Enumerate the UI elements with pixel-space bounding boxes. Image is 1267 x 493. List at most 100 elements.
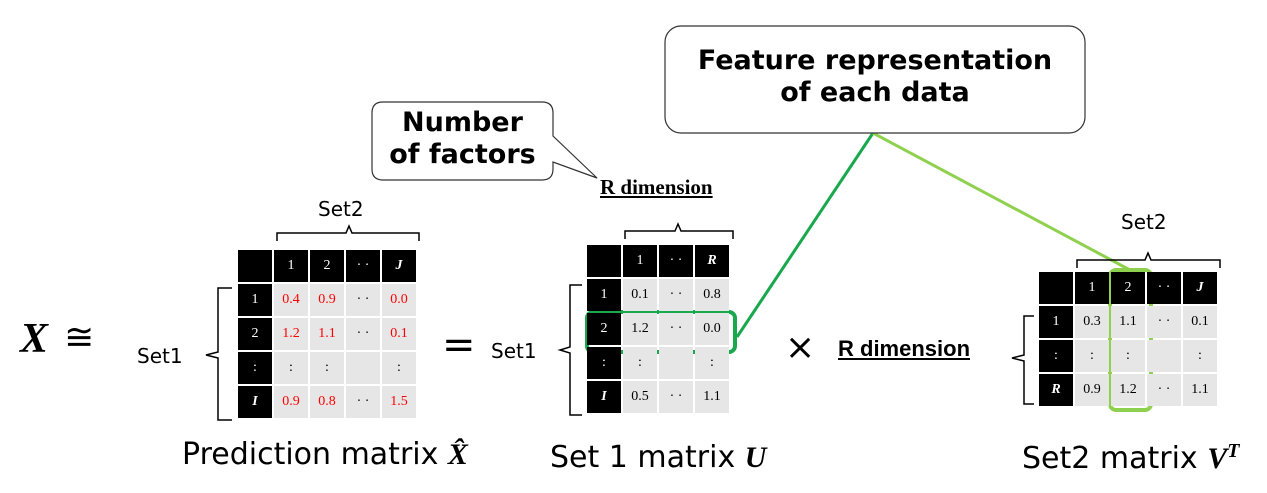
v-cell: 0.9 <box>1075 374 1109 406</box>
set1-caption-symbol: U <box>744 441 767 474</box>
prediction-cell: 0.8 <box>310 386 344 418</box>
u-corner <box>587 245 621 277</box>
u-cell: 1.1 <box>695 381 729 413</box>
r-brace-u <box>624 222 734 239</box>
prediction-row-header: 2 <box>238 318 272 350</box>
set2-brace-v <box>1076 251 1221 268</box>
u-cell <box>659 347 693 379</box>
v-col-header: 1 <box>1075 272 1109 304</box>
prediction-caption-symbol: X̂ <box>447 438 468 471</box>
r-brace-v <box>1011 315 1034 405</box>
u-row-header: I <box>587 381 621 413</box>
set2-label-prediction: Set2 <box>318 197 364 221</box>
v-cell: 1.1 <box>1183 374 1217 406</box>
prediction-cell: 1.5 <box>382 386 416 418</box>
u-cell: 1.2 <box>623 313 657 345</box>
set1-label-u: Set1 <box>491 339 537 363</box>
v-cell: 0.3 <box>1075 306 1109 338</box>
factors-line1: Number <box>402 107 523 138</box>
connector-line-set2 <box>872 131 1131 272</box>
u-col-header: 1 <box>623 245 657 277</box>
lhs-symbol: X <box>20 316 49 362</box>
feature-line1: Feature representation <box>697 45 1053 76</box>
v-row-header: 1 <box>1039 306 1073 338</box>
v-row-header: R <box>1039 374 1073 406</box>
prediction-corner <box>238 250 272 282</box>
u-col-header: · · <box>659 245 693 277</box>
u-row-header: 1 <box>587 279 621 311</box>
v-cell <box>1147 340 1181 372</box>
factors-line2: of factors <box>389 139 536 171</box>
feature-line2: of each data <box>780 77 970 109</box>
v-cell: · · <box>1147 306 1181 338</box>
prediction-col-header: · · <box>346 250 380 282</box>
v-cell: : <box>1111 340 1145 372</box>
u-cell: · · <box>659 279 693 311</box>
prediction-cell: 0.1 <box>382 318 416 350</box>
prediction-cell: 0.9 <box>310 284 344 316</box>
approx-symbol: ≅ <box>64 317 95 358</box>
u-row-header: 2 <box>587 313 621 345</box>
u-cell: : <box>623 347 657 379</box>
factors-callout-bubble <box>371 101 598 181</box>
u-cell: 0.5 <box>623 381 657 413</box>
prediction-cell: : <box>382 352 416 384</box>
v-cell: 1.2 <box>1111 374 1145 406</box>
prediction-col-header: J <box>382 250 416 282</box>
set2-brace-prediction <box>276 224 420 241</box>
prediction-caption: Prediction matrix X̂ <box>182 437 468 472</box>
set1-label-prediction: Set1 <box>137 344 183 368</box>
set1-matrix: 1 · · R 1 0.1 · · 0.8 2 1.2 · · 0.0 : : … <box>585 243 731 415</box>
feature-callout-bubble <box>664 25 1086 134</box>
times-symbol: × <box>785 327 816 368</box>
u-cell: 0.8 <box>695 279 729 311</box>
v-col-header: 2 <box>1111 272 1145 304</box>
v-row-header: : <box>1039 340 1073 372</box>
set2-caption-symbol: V <box>1207 442 1228 475</box>
v-col-header: J <box>1183 272 1217 304</box>
set2-caption-superscript: T <box>1227 440 1240 462</box>
prediction-cell: 0.9 <box>274 386 308 418</box>
v-cell: 0.1 <box>1183 306 1217 338</box>
prediction-cell: · · <box>346 284 380 316</box>
equals-symbol: = <box>442 322 476 368</box>
u-row-header: : <box>587 347 621 379</box>
prediction-row-header: I <box>238 386 272 418</box>
prediction-cell: : <box>274 352 308 384</box>
feature-callout-text: Feature representation of each data <box>665 45 1085 110</box>
prediction-cell: · · <box>346 318 380 350</box>
r-dimension-label-u: R dimension <box>600 175 713 199</box>
u-cell: 0.1 <box>623 279 657 311</box>
prediction-matrix: 1 2 · · J 1 0.4 0.9 · · 0.0 2 1.2 1.1 · … <box>236 248 418 420</box>
prediction-row-header: : <box>238 352 272 384</box>
connector-line-set1 <box>735 132 875 338</box>
u-cell: · · <box>659 313 693 345</box>
prediction-row-header: 1 <box>238 284 272 316</box>
set2-matrix: 1 2 · · J 1 0.3 1.1 · · 0.1 : : : : R 0.… <box>1037 270 1219 408</box>
v-cell: · · <box>1147 374 1181 406</box>
prediction-caption-text: Prediction matrix <box>182 437 448 472</box>
prediction-cell: 1.1 <box>310 318 344 350</box>
factors-callout-text: Number of factors <box>372 107 553 172</box>
set1-brace-u <box>557 284 582 416</box>
prediction-col-header: 2 <box>310 250 344 282</box>
set1-caption: Set 1 matrix U <box>550 440 766 475</box>
v-col-header: · · <box>1147 272 1181 304</box>
prediction-cell: · · <box>346 386 380 418</box>
u-cell: · · <box>659 381 693 413</box>
prediction-cell: 1.2 <box>274 318 308 350</box>
prediction-cell: : <box>310 352 344 384</box>
r-dimension-label-v: R dimension <box>838 336 971 361</box>
set1-brace-prediction <box>205 287 232 421</box>
set2-label-v: Set2 <box>1121 210 1167 234</box>
v-cell: : <box>1183 340 1217 372</box>
prediction-cell: 0.4 <box>274 284 308 316</box>
u-cell: : <box>695 347 729 379</box>
prediction-cell <box>346 352 380 384</box>
u-cell: 0.0 <box>695 313 729 345</box>
prediction-col-header: 1 <box>274 250 308 282</box>
v-cell: 1.1 <box>1111 306 1145 338</box>
set2-caption-text: Set2 matrix <box>1022 441 1208 476</box>
v-cell: : <box>1075 340 1109 372</box>
set1-caption-text: Set 1 matrix <box>550 440 745 475</box>
